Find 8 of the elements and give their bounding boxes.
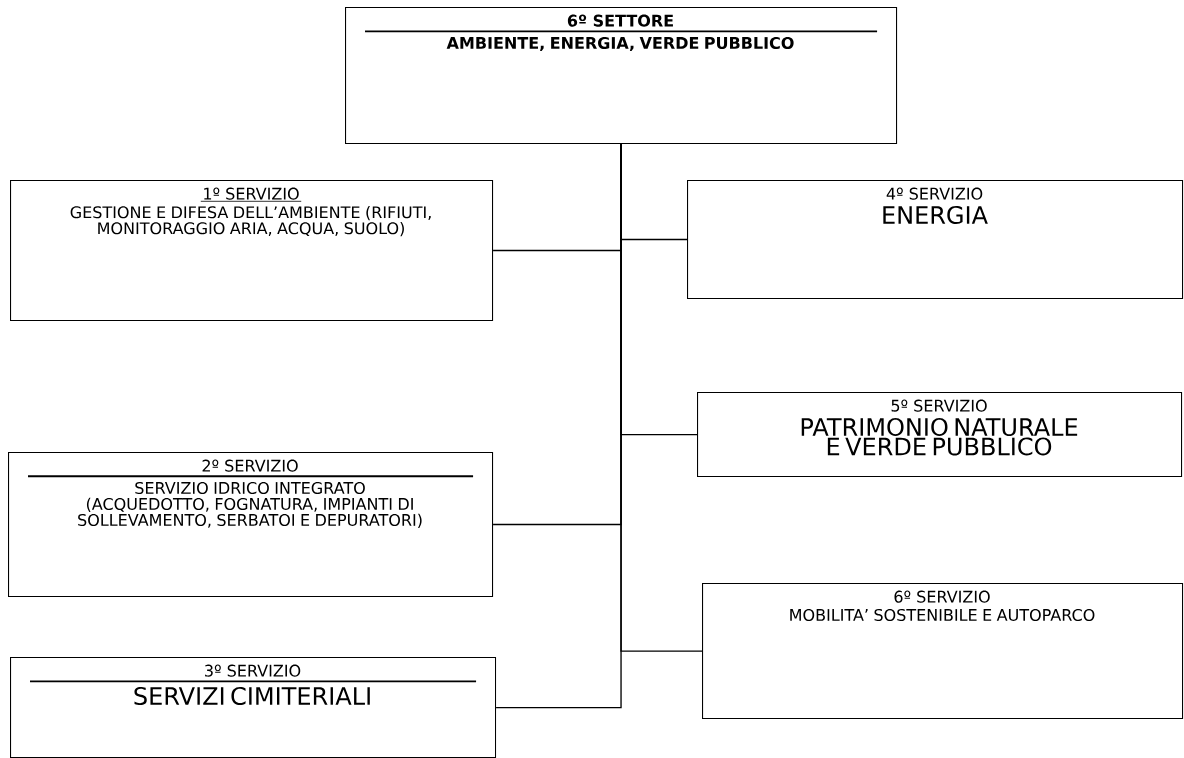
sector-title: AMBIENTE, ENERGIA, VERDE PUBBLICO	[446, 36, 794, 52]
service-description: SERVIZI CIMITERIALI	[134, 686, 370, 706]
service-description: ENERGIA	[883, 205, 988, 225]
service-description: SERVIZIO IDRICO INTEGRATO (ACQUEDOTTO, FOGNATURA, IMPIANTI DI SOLLEVAMENTO, SERBATOI E DEPURATORI)	[78, 481, 422, 528]
service-description: PATRIMONIO NATURALE E VERDE PUBBLICO	[801, 417, 1078, 456]
service-description: MOBILITA’ SOSTENIBILE E AUTOPARCO	[790, 608, 1095, 621]
connector-line	[495, 143, 622, 709]
service-description: GESTIONE E DIFESA DELL’AMBIENTE (RIFIUTI, MONITORAGGIO ARIA, ACQUA, SUOLO)	[70, 205, 431, 237]
